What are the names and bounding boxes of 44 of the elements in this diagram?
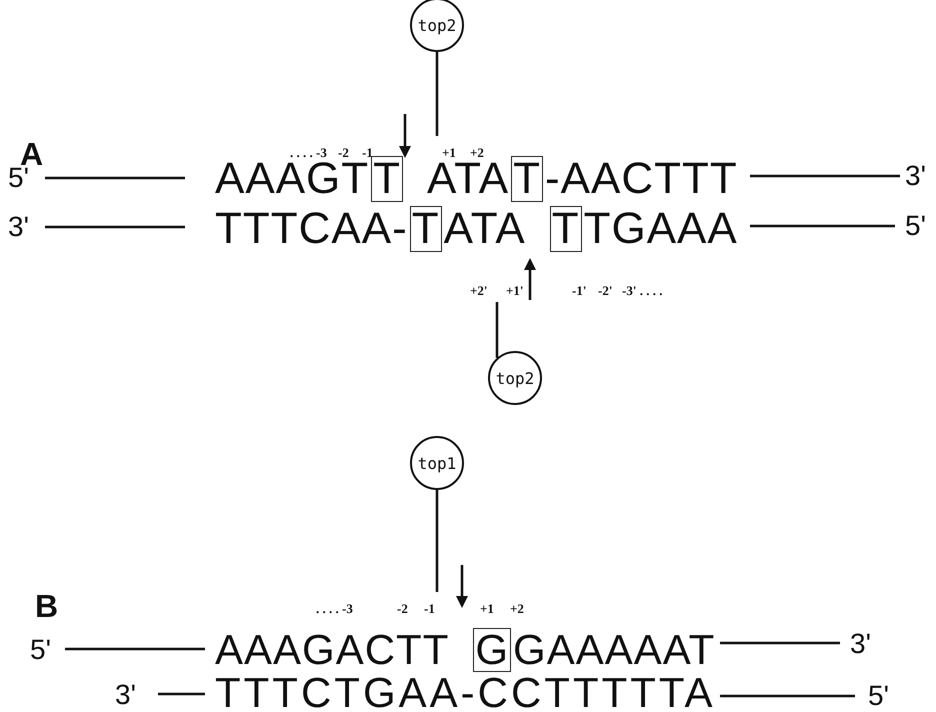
dna-sequence: -AACTTT [544,157,738,201]
panel-label: B [35,590,58,622]
dna-sequence: TTTCTGAA-CCTTTTTA [215,672,716,712]
enzyme-circle: top2 [410,0,464,52]
strand-end-label: 5' [868,682,889,710]
strand-end-label: 5' [8,164,29,192]
position-number: -1' [572,284,586,297]
position-number: +1 [480,602,494,615]
strand-end-label: 3' [8,213,29,241]
position-number: +2 [510,602,524,615]
boxed-nucleotide: T [371,156,404,202]
strand-end-label: 5' [905,212,926,240]
position-number: +2' [470,284,488,297]
strand-end-label: 3' [905,162,926,190]
position-number: +2 [470,146,484,159]
strand-end-label: 3' [115,681,136,709]
position-number: . . . . -3 [290,146,327,159]
strand-end-label: 5' [30,636,51,664]
dna-sequence: AAAGT [215,157,370,201]
dna-sequence: GAAAAAT [513,629,716,671]
position-number: . . . . -3 [316,602,353,615]
enzyme-circle: top2 [488,351,542,405]
position-number: -3' . . . . [622,284,662,297]
attachment-line [436,52,438,136]
boxed-nucleotide: G [473,628,512,672]
boxed-nucleotide: T [511,156,543,202]
dna-sequence: AAAGACTT [215,629,450,671]
dna-sequence: TTTCAA- [215,207,408,251]
dna-sequence: TGAAA [584,207,738,251]
strand-end-label: 3' [850,630,871,658]
position-number: -2' [598,284,612,297]
boxed-nucleotide: T [550,206,582,252]
dna-sequence: ATA [444,207,526,251]
position-number: -2 [397,602,408,615]
position-number: -1 [362,146,373,159]
position-number: +1' [506,284,524,297]
boxed-nucleotide: T [410,206,442,252]
enzyme-circle: top1 [410,436,464,490]
dna-sequence: ATA [427,157,510,201]
position-number: +1 [442,146,456,159]
position-number: -1 [424,602,435,615]
attachment-line [496,302,498,358]
attachment-line [436,490,438,592]
position-number: -2 [338,146,349,159]
